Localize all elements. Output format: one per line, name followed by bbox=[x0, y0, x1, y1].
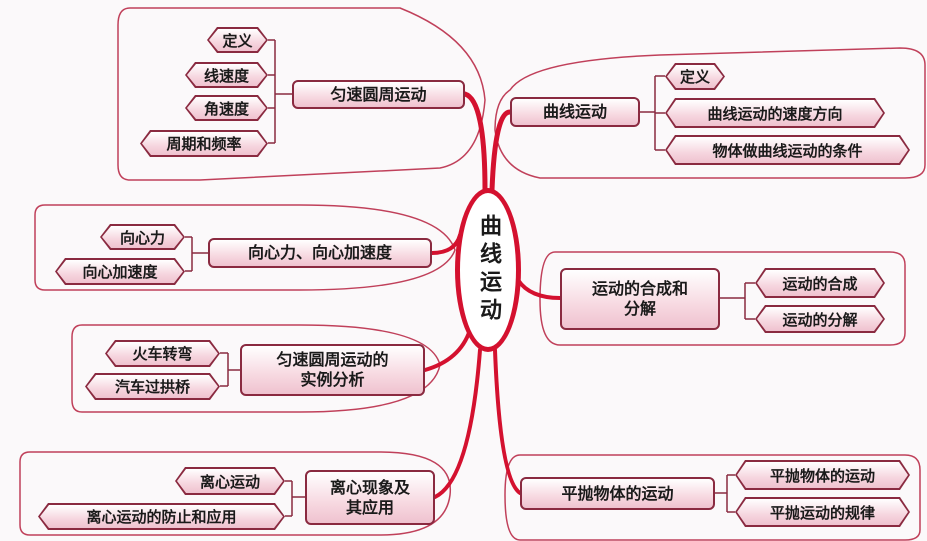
leaf-projectile-laws: 平抛运动的规律 bbox=[735, 497, 910, 527]
leaf-period-frequency: 周期和频率 bbox=[140, 130, 268, 157]
outline-4 bbox=[19, 451, 451, 536]
outline-6 bbox=[539, 251, 906, 346]
topic-composition-decomposition: 运动的合成和分解 bbox=[560, 268, 720, 330]
topic-curvilinear-motion: 曲线运动 bbox=[510, 97, 640, 127]
leaf-definition-right: 定义 bbox=[665, 63, 725, 90]
leaf-centripetal-force: 向心力 bbox=[100, 224, 185, 250]
leaf-definition: 定义 bbox=[207, 27, 268, 53]
outline-5 bbox=[494, 47, 926, 179]
topic-projectile-motion: 平抛物体的运动 bbox=[520, 477, 715, 510]
leaf-angular-velocity: 角速度 bbox=[185, 95, 268, 121]
central-topic: 曲线运动 bbox=[455, 188, 521, 352]
leaf-projectile-motion: 平抛物体的运动 bbox=[735, 460, 910, 490]
outline-3 bbox=[71, 324, 441, 413]
leaf-centrifugal-prevention: 离心运动的防止和应用 bbox=[38, 503, 285, 530]
leaf-centripetal-acceleration: 向心加速度 bbox=[55, 258, 185, 285]
leaf-velocity-direction: 曲线运动的速度方向 bbox=[665, 98, 885, 128]
topic-centripetal-force: 向心力、向心加速度 bbox=[208, 238, 432, 268]
outline-7 bbox=[504, 454, 921, 541]
outline-1 bbox=[117, 7, 486, 181]
topic-centrifugal: 离心现象及其应用 bbox=[305, 470, 435, 525]
leaf-train-turning: 火车转弯 bbox=[105, 340, 220, 367]
leaf-centrifugal-motion: 离心运动 bbox=[175, 467, 285, 495]
leaf-composition: 运动的合成 bbox=[755, 268, 885, 298]
leaf-arch-bridge: 汽车过拱桥 bbox=[85, 373, 220, 400]
topic-uniform-circular-motion: 匀速圆周运动 bbox=[292, 80, 465, 109]
outline-2 bbox=[34, 204, 456, 291]
topic-circular-examples: 匀速圆周运动的实例分析 bbox=[240, 344, 425, 396]
leaf-decomposition: 运动的分解 bbox=[755, 305, 885, 333]
group-outlines bbox=[19, 7, 926, 541]
leaf-curvilinear-condition: 物体做曲线运动的条件 bbox=[665, 135, 910, 165]
leaf-connectors bbox=[185, 39, 755, 517]
leaf-linear-velocity: 线速度 bbox=[185, 62, 268, 88]
